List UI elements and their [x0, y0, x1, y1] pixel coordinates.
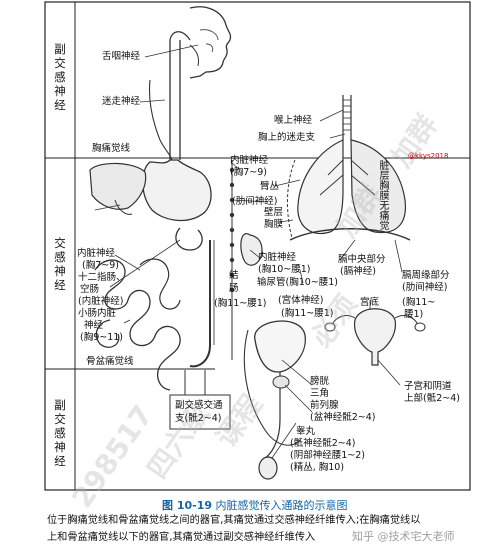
uterus-vagina-label-a: 子宫和阴道: [404, 381, 452, 392]
pelvic-pain-line-label: 骨盆痛觉线: [86, 356, 134, 367]
caption-line-1: 位于胸痛觉线和骨盆痛觉线之间的器官,其痛觉通过交感神经纤维传入;在胸痛觉线以: [47, 515, 421, 526]
small-int-label-a: 小肠内脏: [78, 308, 117, 319]
parietal-pleura-label-a: 壁层: [264, 207, 284, 218]
thoracic-pain-line-label: 胸痛觉线: [92, 143, 131, 154]
region-label-middle: 交感神经: [54, 236, 66, 292]
figure-title: 内脏感觉传入通路的示意图: [215, 499, 348, 512]
diaphragm: [289, 228, 411, 241]
uterus-range-label: (胸11~腰1): [281, 308, 334, 319]
visceral-t10-label-b: (胸10~腰1): [258, 264, 311, 275]
uterus: [353, 308, 397, 366]
laryngeal-label: 喉上神经: [274, 115, 313, 126]
lung-vertical-label: 脏层胸膜无痛觉: [377, 160, 388, 230]
region-label-lower: 副交感神经: [54, 398, 66, 468]
vagus-nerve: [148, 79, 173, 161]
bladder-label-b: 三角: [310, 388, 330, 399]
cervix-range-label-b: 腰1): [404, 309, 424, 320]
testis: [258, 456, 278, 480]
figure-number: 图 10-19: [162, 499, 213, 512]
diaphragm-edge-label-a: 膈周缘部分: [402, 270, 450, 281]
parietal-pleura-label-b: 胸膜: [264, 219, 284, 230]
diaphragm-center-label-b: (膈神经): [340, 266, 376, 277]
visceral-t10-label-a: 内脏神经: [258, 252, 297, 263]
cervix-fundus-label: 宫底: [360, 297, 380, 308]
rectum: [157, 365, 171, 391]
testis-label-b: (阴部神经腰1~2): [290, 450, 365, 461]
visceral-left-label-b: (胸7~9): [82, 260, 119, 271]
sacral-branch-label-a: 副交感交通: [175, 400, 223, 411]
bladder: [254, 320, 306, 373]
glossopharyngeal-label: 舌咽神经: [102, 51, 141, 62]
parietal-pleura: [286, 159, 296, 239]
corner-watermark: 知乎 @技术宅大老师: [352, 530, 455, 543]
small-int-label-b: 神经: [84, 320, 104, 331]
right-lung: [297, 139, 344, 234]
vagus-label: 迷走神经: [102, 96, 141, 107]
diaphragm-edge-label-b: (肋间神经): [402, 282, 448, 293]
liver: [89, 162, 147, 210]
visceral-t79-label-b: (胸7~9): [230, 167, 267, 178]
kidney: [240, 233, 263, 266]
cervix-range-label-a: (胸11~: [402, 297, 436, 308]
bladder-label-a: 膀胱: [310, 376, 330, 387]
testis-label-a: (骶神经骶2~4): [290, 438, 356, 449]
esophagus: [169, 40, 181, 160]
ureter-label: 输尿管(胸10~腰1): [257, 277, 339, 288]
colon-label-b: 肠: [229, 283, 239, 294]
colon-label-c: (胸11~腰1): [214, 298, 267, 309]
caption-line-2: 上和骨盆痛觉线以下的器官,其痛觉通过副交感神经纤维传入: [47, 532, 316, 543]
figure-caption-title: 图 10-19 内脏感觉传入通路的示意图: [162, 497, 348, 513]
pelvis-outline: [243, 329, 301, 446]
sacral-branch-box: [169, 394, 231, 430]
head-outline: [189, 6, 232, 79]
region-label-upper: 副交感神经: [54, 42, 66, 112]
duodenum-label-b: 空肠: [80, 284, 100, 295]
pelvic-nerve-label: (盆神经骶2~4): [310, 412, 376, 423]
source-tag: @kkys2018: [408, 152, 449, 160]
left-lung: [350, 139, 406, 234]
arm-plexus-label: 臂丛: [260, 181, 280, 192]
colon-label-a: 结: [229, 270, 239, 281]
visceral-left-label-a: 内脏神经: [77, 248, 116, 259]
sacral-branch-label-b: 支(骶2~4): [175, 413, 222, 424]
prostate-label: 前列腺: [310, 400, 339, 411]
uterus-body-label: (宫体神经): [278, 295, 324, 306]
colon: [189, 240, 211, 368]
trachea: [342, 95, 352, 140]
small-int-label-c: (胸9~11): [80, 332, 124, 343]
duodenum-label-a: 十二指肠、: [78, 272, 126, 283]
small-intestine: [94, 259, 181, 367]
stomach: [142, 159, 212, 222]
testis-label: 睾丸: [296, 426, 316, 437]
uterus-vagina-label-b: 上部(骶2~4): [404, 393, 460, 404]
duodenum-label-c: (内脏神经): [78, 296, 124, 307]
diaphragm-center-label-a: 膈中央部分: [338, 254, 386, 265]
testis-label-c: (精丛, 胸10): [290, 462, 345, 473]
duodenum: [175, 227, 203, 251]
intercostal-label: (肋间神经): [232, 196, 278, 207]
visceral-t79-label-a: 内脏神经: [230, 155, 269, 166]
upper-thoracic-vagus-label: 胸上的迷走支: [258, 132, 316, 143]
